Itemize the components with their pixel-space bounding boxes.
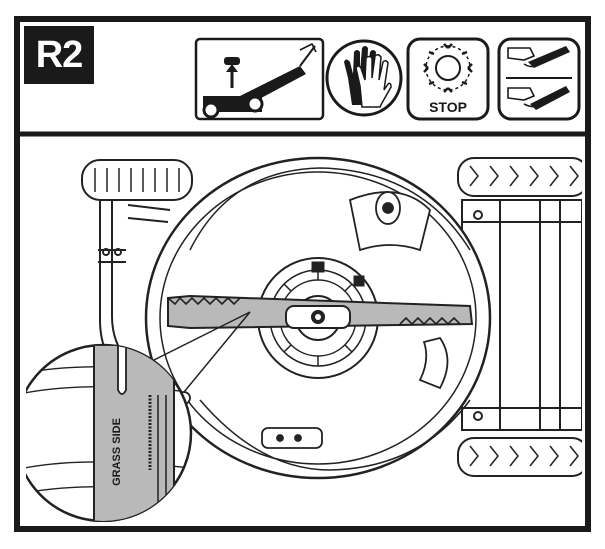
rear-right-wheel-top	[457, 157, 582, 197]
discharge-chute	[348, 191, 431, 252]
blade-marking-magnifier: GRASS SIDE	[26, 343, 193, 522]
stop-blade-icon: STOP	[406, 37, 490, 121]
step-label: R2	[35, 33, 84, 76]
rear-chassis	[461, 199, 582, 431]
mower-underside-illustration: GRASS SIDE	[26, 156, 582, 522]
step-label-box	[24, 26, 94, 84]
rear-right-wheel-bottom	[457, 437, 582, 477]
tilt-mower-icon	[194, 37, 325, 121]
wear-gloves-icon	[325, 39, 403, 117]
zoom-leader	[149, 311, 251, 393]
front-left-wheel	[81, 159, 193, 201]
grass-side-marking: GRASS SIDE	[111, 418, 123, 486]
remove-install-blade-icon	[497, 37, 581, 121]
stop-caption: STOP	[429, 99, 467, 115]
